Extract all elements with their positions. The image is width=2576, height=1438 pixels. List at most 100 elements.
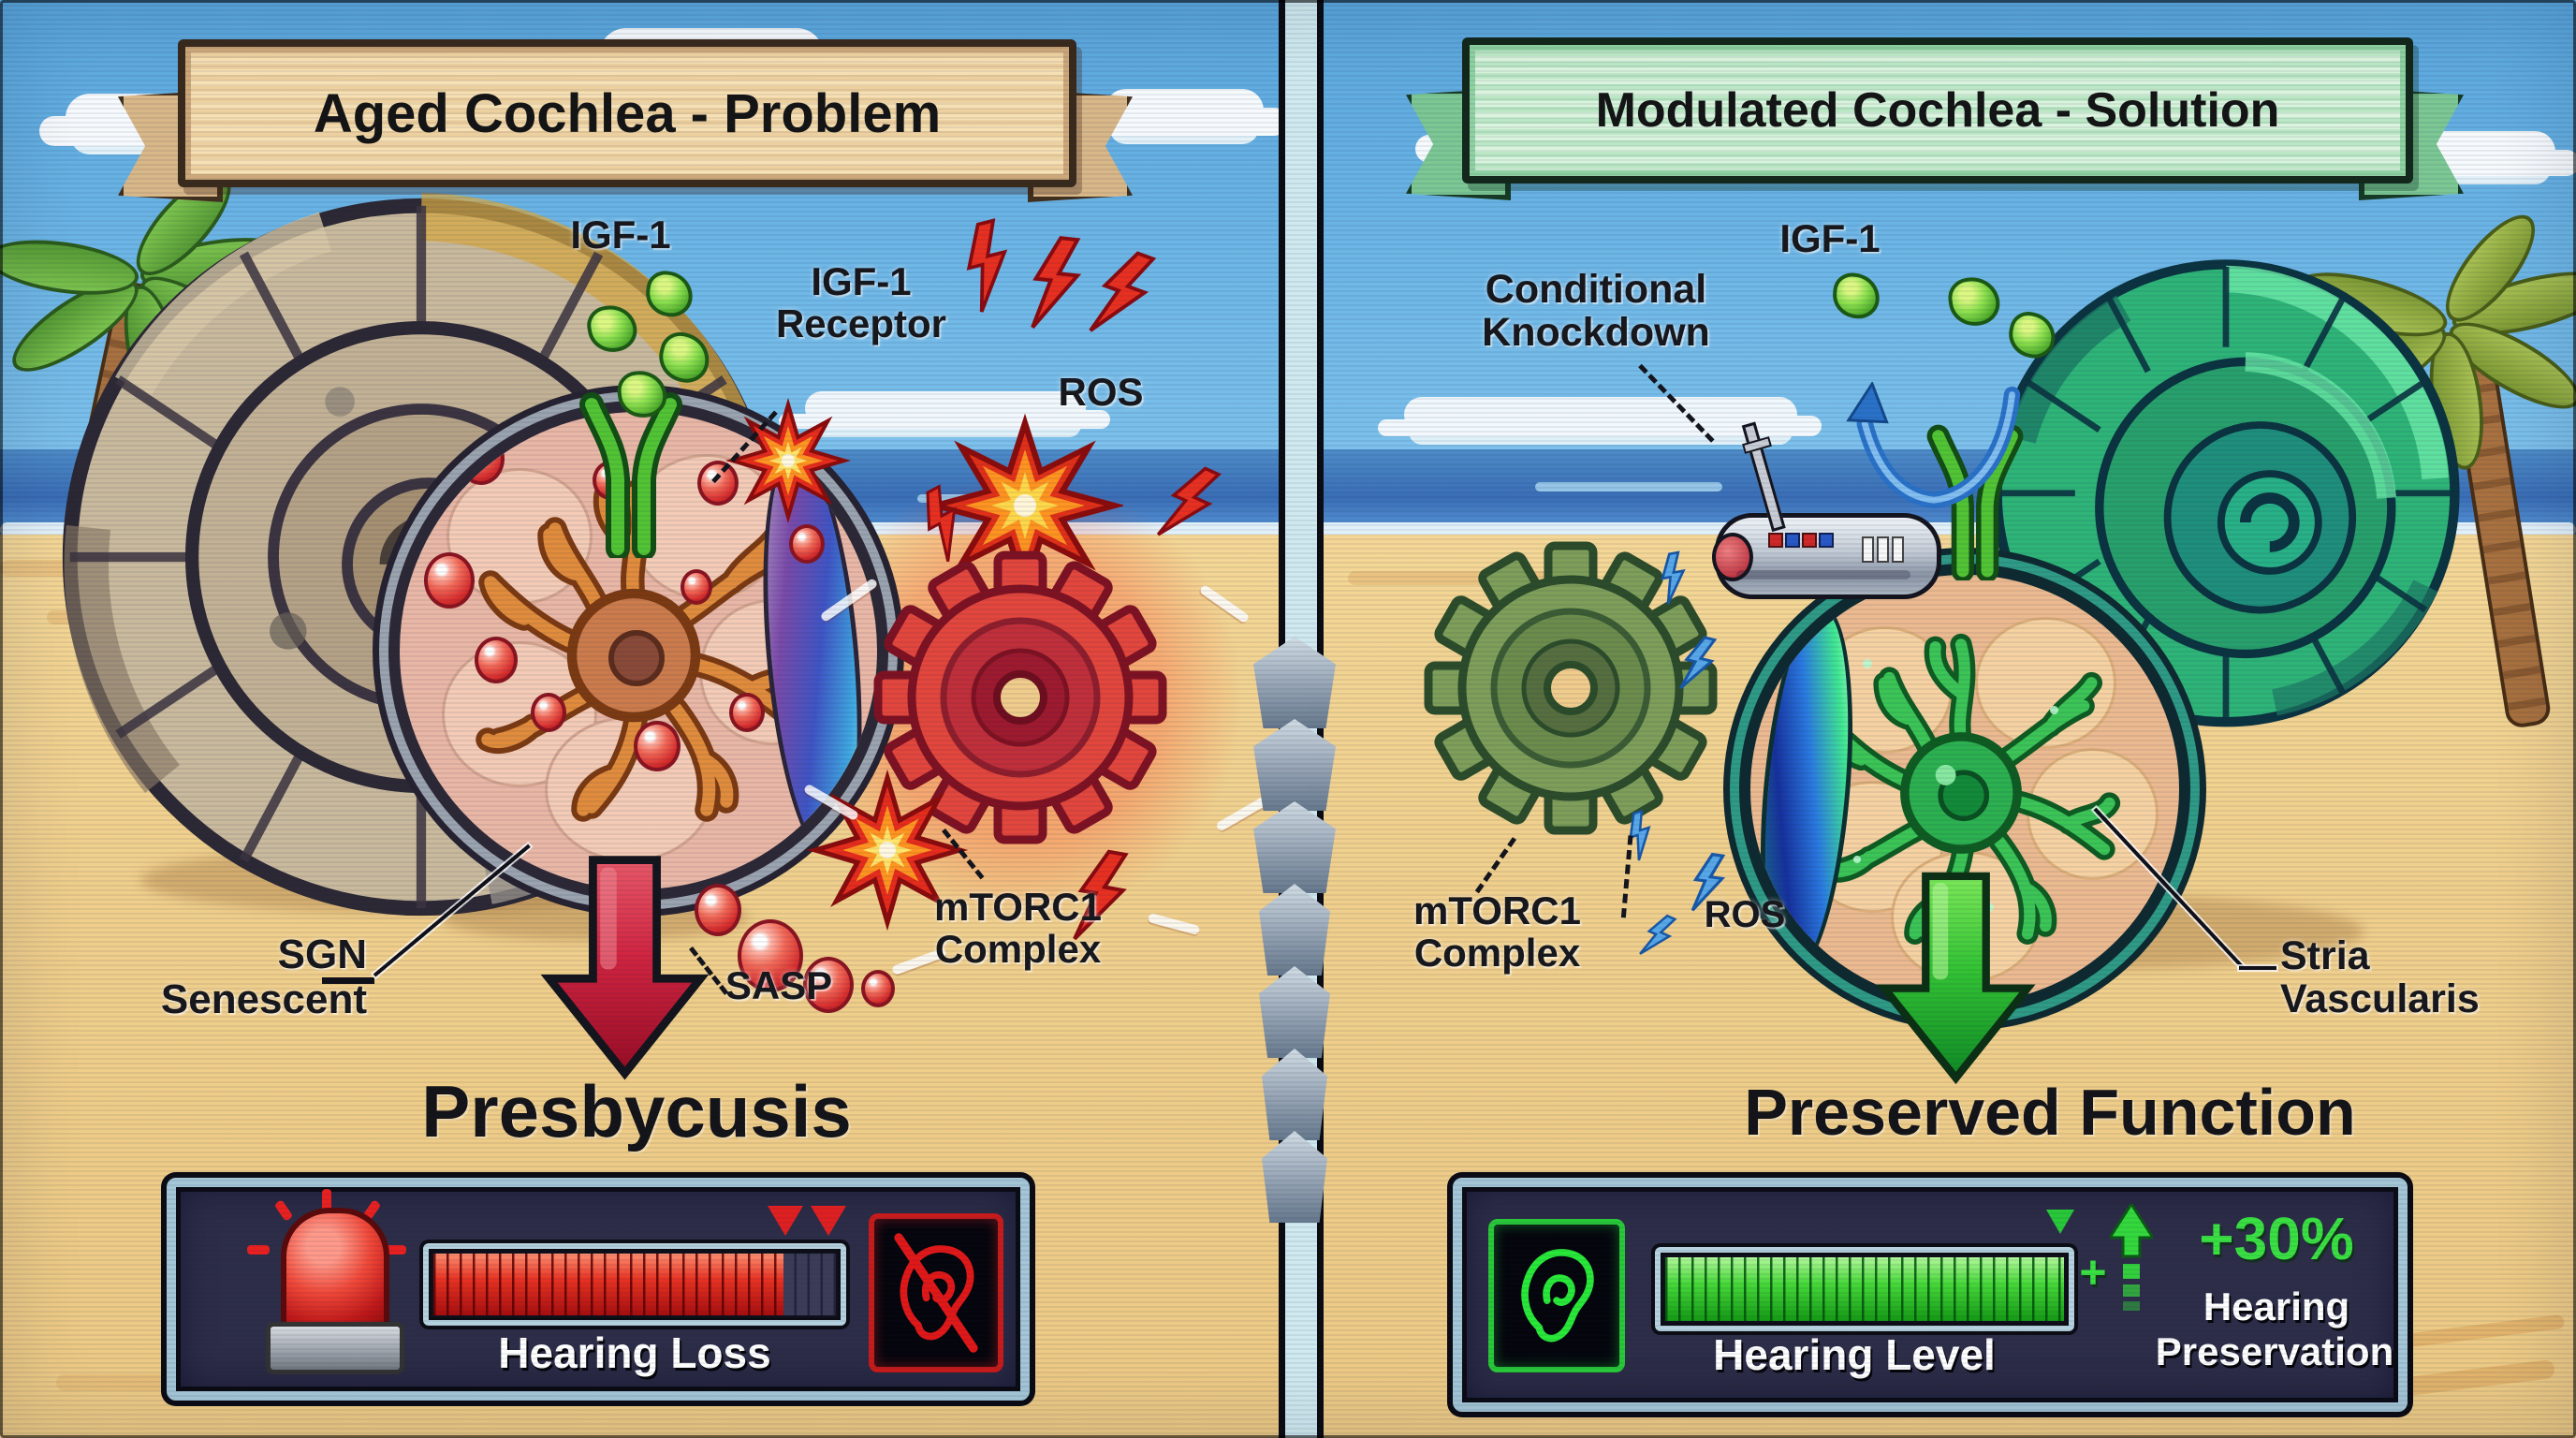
increase-arrow-icon xyxy=(2110,1204,2153,1311)
knockdown-line2: Knockdown xyxy=(1482,310,1710,356)
ros-bolt-blue-icon xyxy=(1679,636,1718,690)
mtorc1-gear-red-icon xyxy=(873,550,1167,844)
sgn-line1: SGN xyxy=(277,932,367,977)
mtorc1-line2: Complex xyxy=(934,927,1102,972)
igf1-receptor-line1: IGF-1 xyxy=(811,259,912,303)
ros-bolt-icon xyxy=(1156,466,1222,536)
preserved-function-title: Preserved Function xyxy=(1744,1076,2356,1149)
flame-burst-icon xyxy=(927,412,1123,599)
device-stripe xyxy=(1736,570,1910,580)
igf1-receptor-line2: Receptor xyxy=(775,301,947,346)
ros-bolt-blue-icon xyxy=(1661,550,1686,605)
senescence-bubble xyxy=(458,433,505,485)
siren-ray xyxy=(247,1245,270,1255)
hearing-loss-label: Hearing Loss xyxy=(498,1328,771,1377)
ros-bolt-icon xyxy=(1089,251,1157,332)
knockdown-line1: Conditional xyxy=(1485,267,1707,312)
ros-bolt-blue-icon xyxy=(1690,852,1726,912)
sparkle xyxy=(2050,706,2058,714)
modulated-cochlea-shell xyxy=(1992,259,2460,727)
banner-board: Modulated Cochlea - Solution xyxy=(1462,37,2413,183)
sasp-bubble xyxy=(695,884,741,936)
meter-plus: + xyxy=(2079,1246,2107,1299)
sea-streak xyxy=(1535,482,1722,492)
igf1-label: IGF-1 xyxy=(570,213,671,257)
device-slot xyxy=(1892,536,1904,563)
mtorc1-line1: mTORC1 xyxy=(934,885,1102,929)
ros-bolt-icon xyxy=(1031,236,1082,329)
preserved-arrow xyxy=(1876,872,2036,1085)
ros-bolt-blue-icon xyxy=(1639,914,1677,955)
sgn-senescent-label: SGN Senescent xyxy=(56,932,367,1021)
banner-left-title: Aged Cochlea - Problem xyxy=(313,82,942,144)
decline-arrow xyxy=(540,856,710,1080)
ear-muted-icon xyxy=(894,1233,978,1353)
presbycusis-title: Presbycusis xyxy=(421,1070,852,1152)
senescence-bubble xyxy=(424,552,475,609)
hearing-level-meter xyxy=(1655,1247,2074,1331)
banner-board: Aged Cochlea - Problem xyxy=(178,39,1076,187)
ear-active-box xyxy=(1488,1219,1625,1372)
ros-bolt-icon xyxy=(926,484,957,563)
ros-bolt-icon xyxy=(1073,849,1129,941)
igf1-label: IGF-1 xyxy=(1779,216,1881,260)
senescence-bubble xyxy=(729,693,765,732)
siren-base xyxy=(266,1322,404,1374)
sparkle xyxy=(1863,659,1872,668)
device-slot xyxy=(1877,536,1889,563)
alarm-siren-icon xyxy=(281,1208,389,1337)
deflect-arrow-icon xyxy=(1846,382,2021,508)
ros-label: ROS xyxy=(1058,370,1144,414)
device-light xyxy=(1802,533,1817,548)
siren-ray xyxy=(322,1189,331,1211)
banner-right-title: Modulated Cochlea - Solution xyxy=(1595,83,2280,138)
ros-label: ROS xyxy=(1704,894,1786,935)
chevron-icon xyxy=(1262,1049,1327,1140)
boost-value: +30% xyxy=(2199,1205,2354,1272)
device-slot xyxy=(1862,536,1874,563)
igf1-receptor-icon xyxy=(579,392,682,558)
stria-line1: Stria xyxy=(2280,933,2370,978)
cloud xyxy=(1105,89,1264,132)
conditional-knockdown-label: Conditional Knockdown xyxy=(1479,268,1713,355)
chevron-icon xyxy=(1259,966,1330,1058)
mtorc1-label: mTORC1 Complex xyxy=(917,886,1119,971)
mtorc1-line1: mTORC1 xyxy=(1413,888,1581,932)
cloud-horizon xyxy=(805,391,1086,425)
senescence-bubble xyxy=(475,637,518,683)
cloud-horizon xyxy=(1404,397,1797,433)
siren-ray xyxy=(384,1245,406,1255)
device-light xyxy=(1819,533,1834,548)
boost-line1: Hearing xyxy=(2203,1284,2350,1328)
meter-fill-green xyxy=(1665,1257,2064,1321)
knockdown-device xyxy=(1712,513,1941,599)
senescence-bubble xyxy=(789,524,825,564)
mtorc1-line2: Complex xyxy=(1413,931,1581,976)
sgn-line2: Senescent xyxy=(160,976,367,1022)
chevron-icon xyxy=(1259,884,1330,976)
chevron-icon xyxy=(1253,719,1336,811)
sparkle xyxy=(1853,856,1861,863)
explosion-burst-icon xyxy=(730,403,846,519)
sasp-bubble xyxy=(803,957,854,1013)
device-light xyxy=(1768,533,1783,548)
pointer-stria-tick xyxy=(2239,966,2276,970)
senescence-bubble xyxy=(634,721,681,771)
stria-vascularis-label: Stria Vascularis xyxy=(2280,934,2561,1021)
stria-line2: Vascularis xyxy=(2280,976,2480,1022)
mtorc1-label: mTORC1 Complex xyxy=(1397,889,1598,975)
chevron-icon xyxy=(1253,801,1336,893)
explosion-burst-icon xyxy=(803,766,972,934)
device-light xyxy=(1785,533,1800,548)
ros-bolt-blue-icon xyxy=(1629,809,1651,861)
hearing-loss-meter xyxy=(423,1243,846,1326)
ear-active-icon xyxy=(1521,1249,1594,1343)
igf1-receptor-label: IGF-1 Receptor xyxy=(768,260,955,345)
divider-chevrons xyxy=(1253,637,1336,1223)
chevron-icon xyxy=(1253,637,1336,728)
hearing-level-label: Hearing Level xyxy=(1713,1330,1996,1379)
chevron-icon xyxy=(1262,1131,1327,1223)
senescence-bubble xyxy=(697,461,739,506)
sasp-bubble xyxy=(738,919,803,992)
senescence-bubble xyxy=(681,569,712,605)
